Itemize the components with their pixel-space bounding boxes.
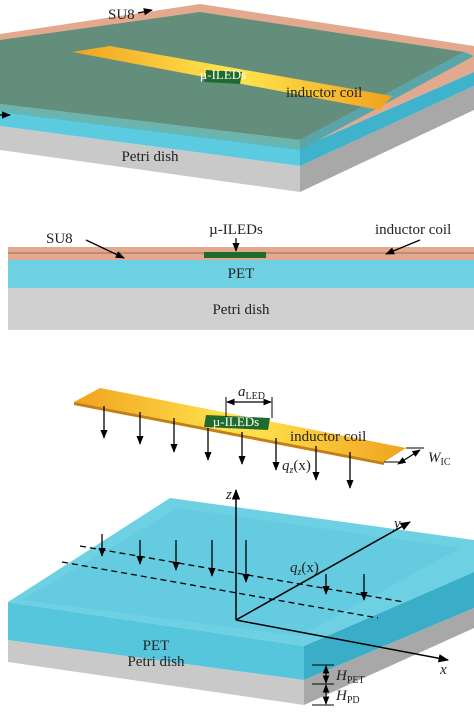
panel-c-mu-iled-chip — [204, 415, 270, 430]
mu-iled-section — [204, 252, 266, 258]
pet-section — [8, 260, 474, 288]
petri-dish-front — [0, 126, 300, 192]
axis-y — [235, 521, 411, 621]
panel-c: µ-ILEDs inductor coil aLED qz(x) WIC — [8, 384, 474, 706]
coil-load-arrows — [100, 406, 354, 489]
panel-c-mu-ileds-label: µ-ILEDs — [213, 414, 259, 429]
panel-a-inductor-coil-label: inductor coil — [286, 85, 362, 101]
h-pd-label: HPD — [335, 688, 360, 706]
panel-c-petri-right — [304, 608, 474, 705]
a-led-label: aLED — [238, 384, 265, 402]
panel-c-inductor-coil-label: inductor coil — [290, 429, 366, 445]
panel-b-inductor-coil-label: inductor coil — [375, 222, 451, 238]
panel-b-su8-label: SU8 — [46, 231, 73, 247]
panel-c-pet-label: PET — [143, 638, 170, 654]
panel-c-pet-inner — [22, 508, 460, 636]
panel-c-pet-right — [304, 572, 474, 680]
panel-b-mu-ileds-label: µ-ILEDs — [209, 222, 263, 238]
panel-a-mu-ileds-label: µ-ILEDs — [200, 67, 246, 82]
w-ic-dim-line — [397, 449, 421, 465]
qz-top-label: qz(x) — [282, 458, 311, 476]
panel-c-petri-front — [8, 640, 304, 705]
panel-a-su8-arrow — [137, 8, 153, 16]
axis-x-label: x — [439, 662, 447, 678]
encapsulation-front — [0, 104, 300, 150]
petri-dish-right — [300, 86, 474, 192]
panel-c-coil-edge — [74, 402, 384, 465]
panel-b-coil-arrow — [385, 239, 421, 255]
panel-b: SU8 µ-ILEDs inductor coil PET Petri dish — [8, 222, 474, 330]
panel-a-su8-label: SU8 — [108, 7, 135, 23]
axis-y-label: y — [392, 516, 401, 532]
panel-b-petri-dish-label: Petri dish — [212, 302, 270, 318]
dashed-line-lower — [61, 561, 379, 619]
qz-bottom-label: qz(x) — [290, 560, 319, 578]
petri-dish-section — [8, 288, 474, 330]
panel-b-pet-label: PET — [228, 266, 255, 282]
panel-a: µ-ILEDs inductor coil SU8 Petri dish — [0, 4, 474, 192]
pet-front — [0, 110, 300, 166]
panel-c-petri-dish-label: Petri dish — [127, 654, 185, 670]
dashed-line-upper — [79, 545, 405, 603]
h-pet-label: HPET — [335, 668, 365, 686]
mu-iled-chip — [204, 70, 242, 84]
panel-b-su8-arrow — [85, 239, 125, 259]
axis-z-label: z — [225, 487, 232, 503]
panel-c-pet-front — [8, 602, 304, 680]
pet-right — [300, 72, 474, 166]
axis-x — [235, 619, 450, 663]
w-ic-label: WIC — [428, 450, 451, 468]
panel-a-petri-dish-label: Petri dish — [121, 149, 179, 165]
slab-load-arrows — [98, 534, 368, 601]
